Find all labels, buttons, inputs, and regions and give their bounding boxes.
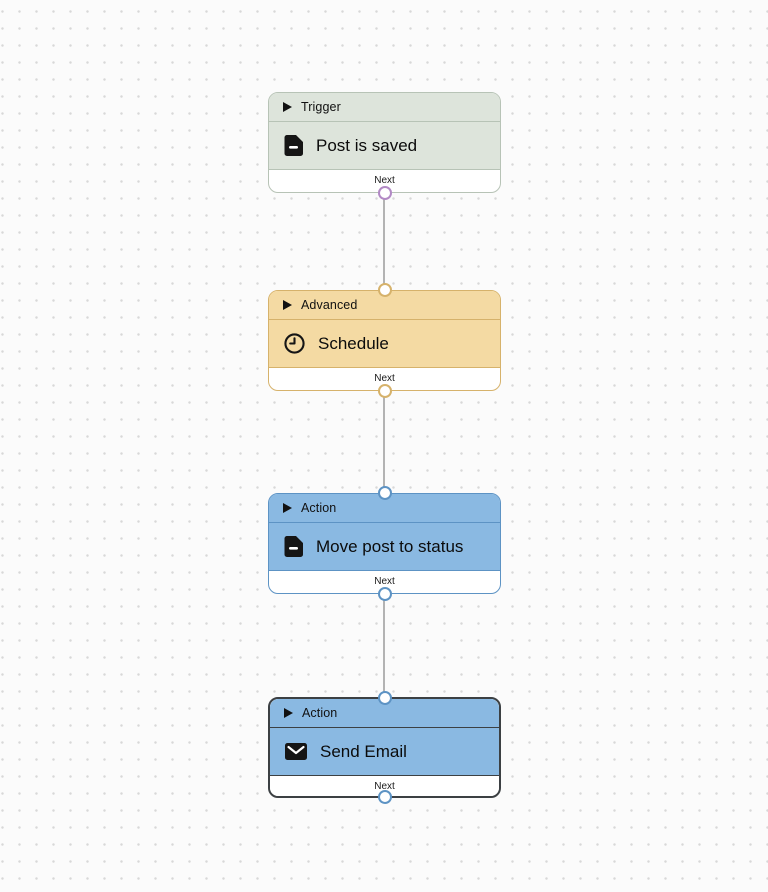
output-port[interactable] — [377, 587, 392, 601]
node-title: Post is saved — [316, 135, 418, 155]
node-category-label: Action — [301, 501, 337, 515]
document-icon — [284, 135, 303, 156]
envelope-icon — [285, 743, 307, 760]
workflow-node-trigger[interactable]: Trigger Post is saved Next — [268, 92, 501, 200]
workflow-node-action-email[interactable]: Action Send Email Next — [268, 691, 501, 804]
next-label: Next — [374, 780, 395, 792]
output-port[interactable] — [377, 384, 392, 398]
expand-triangle-icon — [283, 102, 292, 112]
input-port[interactable] — [377, 486, 392, 500]
node-title: Schedule — [318, 333, 389, 353]
node-body[interactable]: Schedule — [269, 320, 500, 368]
next-label: Next — [374, 575, 395, 587]
input-port[interactable] — [377, 691, 392, 705]
node-title: Move post to status — [316, 536, 464, 556]
workflow-node-advanced[interactable]: Advanced Schedule Next — [268, 283, 501, 398]
document-icon — [284, 536, 303, 557]
workflow-node-action-move[interactable]: Action Move post to status Next — [268, 486, 501, 601]
expand-triangle-icon — [283, 300, 292, 310]
connector-edge — [383, 391, 385, 494]
expand-triangle-icon — [284, 708, 293, 718]
node-footer: Next — [269, 368, 500, 388]
node-category-label: Trigger — [301, 100, 341, 114]
output-port[interactable] — [377, 186, 392, 200]
next-label: Next — [374, 372, 395, 384]
connector-edge — [383, 193, 385, 291]
expand-triangle-icon — [283, 503, 292, 513]
node-footer: Next — [269, 170, 500, 190]
node-category-label: Action — [302, 706, 338, 720]
node-body[interactable]: Move post to status — [269, 523, 500, 571]
node-body[interactable]: Post is saved — [269, 122, 500, 170]
output-port[interactable] — [377, 790, 392, 804]
node-title: Send Email — [320, 741, 407, 761]
clock-icon — [284, 333, 305, 354]
node-category-label: Advanced — [301, 298, 358, 312]
next-label: Next — [374, 174, 395, 186]
connector-edge — [383, 594, 385, 698]
node-footer: Next — [270, 776, 499, 796]
node-header[interactable]: Trigger — [269, 93, 500, 122]
input-port[interactable] — [377, 283, 392, 297]
node-footer: Next — [269, 571, 500, 591]
node-body[interactable]: Send Email — [270, 728, 499, 776]
